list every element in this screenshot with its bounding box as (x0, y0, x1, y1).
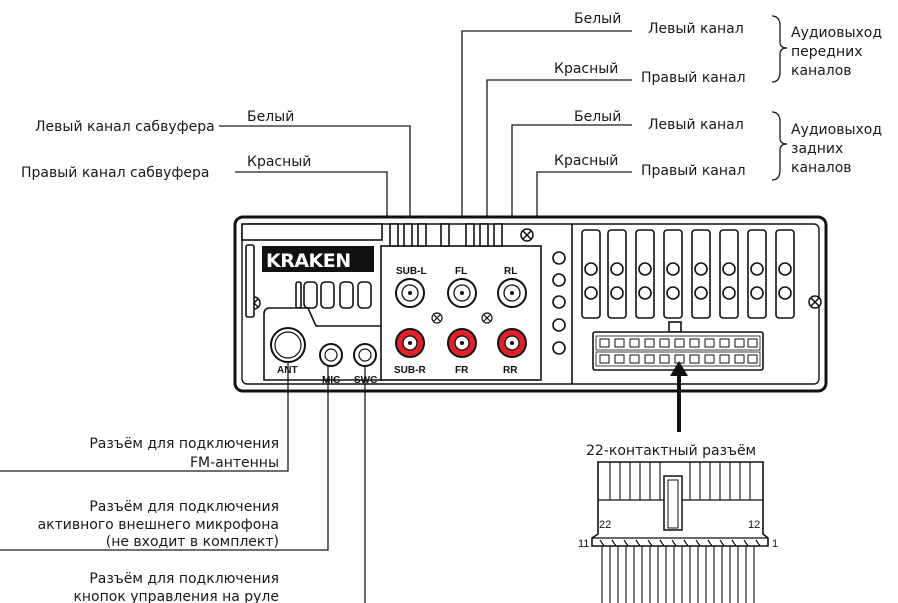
heat-sink (581, 229, 795, 319)
right-screw-icon (808, 295, 822, 309)
rr-jack (497, 328, 527, 358)
fl-jack (447, 278, 477, 308)
rear-red-label: Красный (554, 153, 618, 169)
iso-socket (592, 321, 764, 371)
head-unit-rear-panel: KRAKEN ANT MIC SWC (233, 215, 828, 393)
swc-label: SWC (354, 375, 377, 386)
front-group-line-3: каналов (791, 63, 852, 79)
mic-label-line-1: Разъём для подключения (89, 499, 279, 515)
ant-label: ANT (277, 365, 298, 376)
rear-group-line-1: Аудиовыход (791, 122, 882, 138)
rca-screw-icon (481, 312, 493, 324)
antenna-label-line-1: Разъём для подключения (89, 436, 279, 452)
steering-label-line-1: Разъём для подключения (89, 571, 279, 587)
front-group-brace (771, 15, 788, 83)
sub-left-channel-label: Левый канал сабвуфера (35, 119, 215, 135)
sub-r-jack (395, 328, 425, 358)
front-leader-lines (461, 30, 632, 290)
pin-12-label: 12 (748, 519, 760, 531)
fl-label: FL (455, 266, 467, 277)
antenna-label-line-2: FM-антенны (190, 455, 279, 471)
front-left-channel-label: Левый канал (648, 21, 744, 37)
pin-22-label: 22 (599, 519, 611, 531)
rear-white-label: Белый (574, 109, 621, 125)
mic-label-line-2: активного внешнего микрофона (38, 517, 279, 533)
rr-label: RR (503, 365, 518, 376)
front-group-line-2: передних (791, 44, 862, 60)
mic-leader-line (0, 366, 329, 551)
rear-group-line-3: каналов (791, 160, 852, 176)
rl-jack (497, 278, 527, 308)
front-red-label: Красный (554, 61, 618, 77)
arrow-head-icon (670, 361, 688, 376)
front-right-channel-label: Правый канал (641, 70, 746, 86)
wiring-harness-plug: 22 12 11 1 (578, 461, 778, 603)
top-right-screw-icon (520, 228, 534, 242)
connector-title: 22-контактный разъём (586, 443, 756, 459)
rca-screw-icon (431, 312, 443, 324)
top-rail (241, 223, 383, 241)
rl-label: RL (504, 266, 517, 277)
sub-red-label: Красный (247, 154, 311, 170)
steering-label-line-2: кнопок управления на руле (73, 589, 279, 603)
front-white-label: Белый (574, 11, 621, 27)
brand-logo-plate (262, 246, 374, 272)
sub-r-label: SUB-R (394, 365, 426, 376)
rear-right-channel-label: Правый канал (641, 163, 746, 179)
sub-right-channel-label: Правый канал сабвуфера (21, 165, 210, 181)
rear-group-line-2: задних (791, 141, 843, 157)
pin-11-label: 11 (578, 538, 589, 550)
sub-l-label: SUB-L (396, 266, 427, 277)
fl-leader-line (461, 30, 632, 290)
fr-label: FR (455, 365, 469, 376)
mic-label-line-3: (не входит в комплект) (106, 534, 279, 550)
sub-white-label: Белый (247, 109, 294, 125)
sub-l-jack (395, 278, 425, 308)
rear-group-brace (771, 111, 788, 181)
fr-leader-line (486, 79, 632, 245)
brand-logo: KRAKEN (266, 250, 351, 272)
mic-label: MIC (322, 375, 340, 386)
rear-left-channel-label: Левый канал (648, 117, 744, 133)
front-group-line-1: Аудиовыход (791, 25, 882, 41)
antenna-leader-line (0, 362, 289, 472)
pin-1-label: 1 (772, 538, 778, 550)
fr-jack (447, 328, 477, 358)
